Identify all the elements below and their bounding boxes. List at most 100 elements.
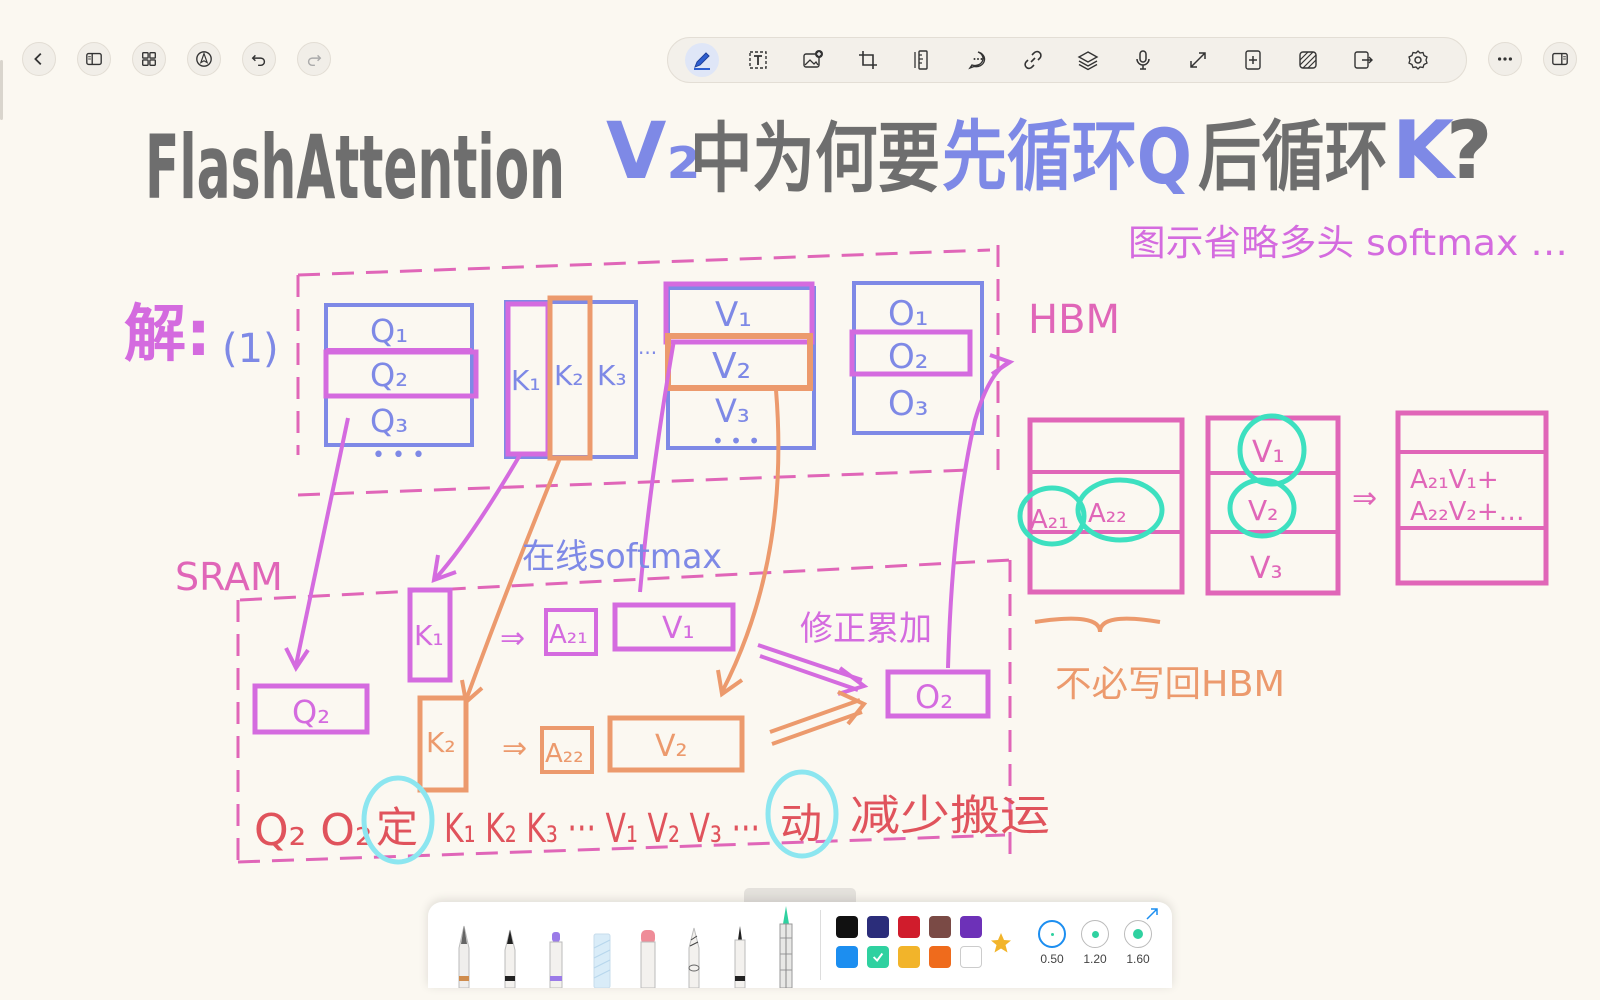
undo-button[interactable]	[242, 42, 276, 76]
hbm-label: HBM	[1028, 297, 1120, 343]
svg-text:K₁ K₂ K₃ ··· V₁ V₂ V₃ ···: K₁ K₂ K₃ ··· V₁ V₂ V₃ ···	[444, 806, 760, 852]
fountain-pen-icon[interactable]	[450, 918, 478, 988]
link-icon	[1024, 50, 1042, 70]
export-icon	[1354, 51, 1373, 69]
settings-button[interactable]	[1401, 43, 1435, 77]
expand-palette-icon[interactable]	[1144, 906, 1160, 922]
highlighter-icon[interactable]	[588, 928, 616, 988]
export-button[interactable]	[1346, 43, 1380, 77]
svg-text:K₂: K₂	[554, 359, 584, 392]
pen-nib-icon	[196, 51, 212, 67]
settings-icon	[1408, 50, 1428, 70]
pencil-icon[interactable]	[496, 918, 524, 988]
layers-button[interactable]	[1071, 43, 1105, 77]
pattern-button[interactable]	[1291, 43, 1325, 77]
fineliner-icon[interactable]	[726, 918, 754, 988]
palette-drag-handle[interactable]	[744, 888, 856, 902]
svg-text:K₁: K₁	[414, 619, 444, 652]
tool-toolbar	[667, 37, 1467, 83]
color-swatch[interactable]	[960, 946, 982, 968]
color-swatch[interactable]	[960, 916, 982, 938]
svg-text:K₂: K₂	[426, 726, 456, 759]
window-edge-handle	[0, 60, 3, 120]
svg-text:• • •: • • •	[712, 429, 760, 453]
title-after: 后循环	[1198, 112, 1388, 201]
pen-mode-button[interactable]	[187, 42, 221, 76]
svg-text:A₂₂V₂+…: A₂₂V₂+…	[1410, 497, 1525, 527]
color-swatch[interactable]	[898, 946, 920, 968]
svg-text:Q₂: Q₂	[370, 356, 408, 394]
subtitle-note: 图示省略多头 softmax …	[1128, 223, 1568, 264]
redo-button[interactable]	[297, 42, 331, 76]
grid-view-icon	[142, 52, 156, 66]
color-swatch[interactable]	[836, 916, 858, 938]
color-swatch[interactable]	[929, 916, 951, 938]
svg-text:⇒: ⇒	[502, 731, 527, 766]
stroke-size-160[interactable]: 1.60	[1118, 920, 1158, 966]
text-tool-button[interactable]	[741, 43, 775, 77]
svg-text:V₁: V₁	[715, 295, 752, 335]
svg-text:A₂₁V₁+: A₂₁V₁+	[1410, 465, 1499, 495]
link-button[interactable]	[1016, 43, 1050, 77]
k-block: K₁ K₂ K₃ ···	[504, 295, 657, 461]
svg-text:O₂: O₂	[888, 337, 928, 377]
title-question-mark: ?	[1446, 104, 1492, 197]
brush-pen-icon[interactable]	[772, 904, 800, 988]
svg-text:减少搬运: 减少搬运	[850, 791, 1050, 840]
microphone-icon	[1136, 50, 1150, 70]
svg-text:A₂₁: A₂₁	[1030, 505, 1069, 535]
comment-icon	[968, 51, 986, 70]
color-swatch[interactable]	[898, 916, 920, 938]
pen-tool-icon	[694, 52, 710, 70]
more-button[interactable]	[1488, 42, 1522, 76]
sram-label: SRAM	[175, 555, 283, 599]
expand-button[interactable]	[1181, 43, 1215, 77]
color-swatch[interactable]	[867, 916, 889, 938]
sidebar-toggle-icon	[86, 52, 102, 66]
panel-toggle-button[interactable]	[1543, 42, 1577, 76]
svg-text:K₁: K₁	[511, 364, 541, 397]
stroke-size-050[interactable]: 0.50	[1032, 920, 1072, 966]
sram-contents: Q₂ K₁ K₂ ⇒ A₂₁ V₁ ⇒ A₂₂ V₂ O₂ 修正累加	[252, 587, 991, 793]
stroke-size-120[interactable]: 1.20	[1075, 920, 1115, 966]
svg-text:⇒: ⇒	[1352, 481, 1377, 516]
color-swatch-selected[interactable]	[867, 946, 889, 968]
sidebar-toggle-button[interactable]	[77, 42, 111, 76]
lasso-icon[interactable]	[680, 918, 708, 988]
back-button[interactable]	[22, 42, 56, 76]
comment-button[interactable]	[961, 43, 995, 77]
insert-image-icon	[803, 50, 823, 68]
title-flashattention: FlashAttention	[145, 116, 565, 219]
check-icon	[872, 952, 884, 962]
svg-text:V₁: V₁	[662, 611, 695, 646]
svg-text:• • •: • • •	[372, 443, 425, 468]
svg-text:V₂: V₂	[1248, 494, 1278, 527]
color-swatch[interactable]	[836, 946, 858, 968]
ruler-button[interactable]	[906, 43, 940, 77]
star-favorite-icon[interactable]	[990, 932, 1012, 954]
redo-icon	[307, 54, 322, 67]
add-page-button[interactable]	[1236, 43, 1270, 77]
svg-text:⇒: ⇒	[500, 621, 525, 656]
svg-text:Q₃: Q₃	[370, 402, 408, 440]
marker-icon[interactable]	[542, 918, 570, 988]
pen-tool-button[interactable]	[685, 43, 719, 77]
eraser-icon[interactable]	[634, 918, 662, 988]
no-writeback-label: 不必写回HBM	[1055, 664, 1285, 705]
svg-text:V₂: V₂	[655, 729, 688, 764]
panel-toggle-icon	[1552, 52, 1568, 66]
insert-image-button[interactable]	[796, 43, 830, 77]
undo-icon	[251, 54, 266, 67]
svg-text:O₃: O₃	[888, 384, 928, 424]
svg-text:A₂₁: A₂₁	[549, 620, 588, 650]
grid-view-button[interactable]	[132, 42, 166, 76]
svg-text:···: ···	[638, 341, 657, 365]
text-tool-icon	[749, 51, 767, 69]
color-swatch[interactable]	[929, 946, 951, 968]
crop-button[interactable]	[851, 43, 885, 77]
svg-text:V₃: V₃	[715, 392, 750, 430]
title-v2: V₂	[606, 107, 701, 197]
microphone-button[interactable]	[1126, 43, 1160, 77]
bottom-summary: Q₂ O₂ 定 K₁ K₂ K₃ ··· V₁ V₂ V₃ ··· 动 减少搬运	[254, 769, 1050, 865]
